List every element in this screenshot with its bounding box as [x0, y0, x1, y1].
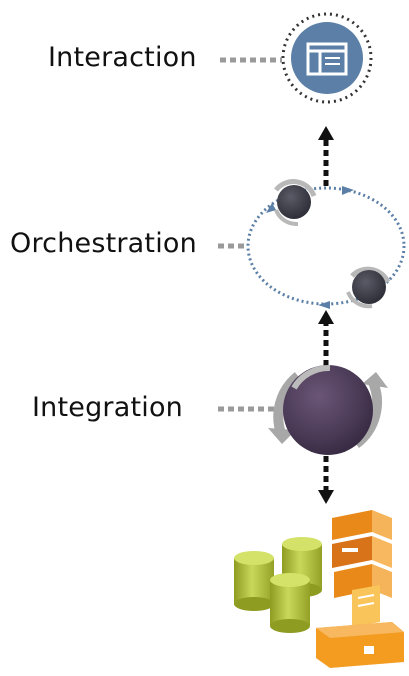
- sphere-arrows-icon: [268, 364, 388, 455]
- database-icon-3: [270, 573, 310, 633]
- arrow-down-to-systems: [318, 456, 334, 504]
- server-rack-icon: [316, 510, 404, 668]
- integration-label: Integration: [32, 392, 183, 423]
- orchestration-node-1: [274, 179, 317, 227]
- orchestration-label: Orchestration: [10, 228, 197, 259]
- arrow-up-to-orchestration: [318, 310, 334, 366]
- servers-databases-icon: [234, 510, 404, 668]
- cycle-icon: [246, 179, 406, 309]
- window-icon: [281, 12, 373, 104]
- orchestration-node-2: [346, 266, 391, 309]
- database-icon-1: [234, 551, 274, 611]
- interaction-label: Interaction: [48, 42, 197, 73]
- arrow-up-to-interaction: [318, 126, 334, 186]
